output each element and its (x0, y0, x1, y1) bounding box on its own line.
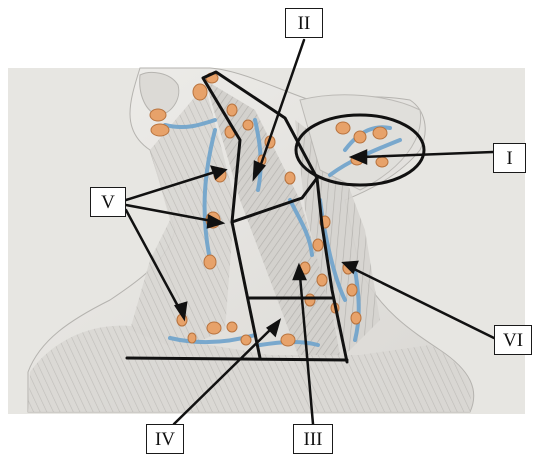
level-II-label: II (285, 8, 323, 38)
lymph-node-icon (193, 84, 207, 100)
lymph-node-icon (281, 334, 295, 346)
level-VI-label: VI (494, 325, 532, 355)
lymph-node-icon (150, 109, 166, 121)
lymph-node-icon (227, 322, 237, 332)
lymph-node-icon (188, 333, 196, 343)
lymph-node-icon (207, 322, 221, 334)
lymph-node-icon (313, 239, 323, 251)
lymph-node-icon (351, 312, 361, 324)
lymph-node-icon (354, 131, 366, 143)
level-III-label: III (293, 424, 333, 454)
clavicle-baseline (127, 358, 347, 360)
lymph-node-icon (204, 255, 216, 269)
lymph-node-icon (373, 127, 387, 139)
lymph-node-icon (336, 122, 350, 134)
lymph-node-icon (347, 284, 357, 296)
lymph-node-icon (285, 172, 295, 184)
lymph-node-icon (376, 157, 388, 167)
lymph-node-icon (305, 294, 315, 306)
lymph-node-icon (151, 124, 169, 136)
level-I-label: I (493, 143, 526, 173)
level-IV-label: IV (146, 424, 184, 454)
lymph-node-icon (317, 274, 327, 286)
lymph-node-icon (243, 120, 253, 130)
level-V-label: V (90, 187, 126, 217)
lymph-node-icon (241, 335, 251, 345)
lymph-node-icon (227, 104, 237, 116)
